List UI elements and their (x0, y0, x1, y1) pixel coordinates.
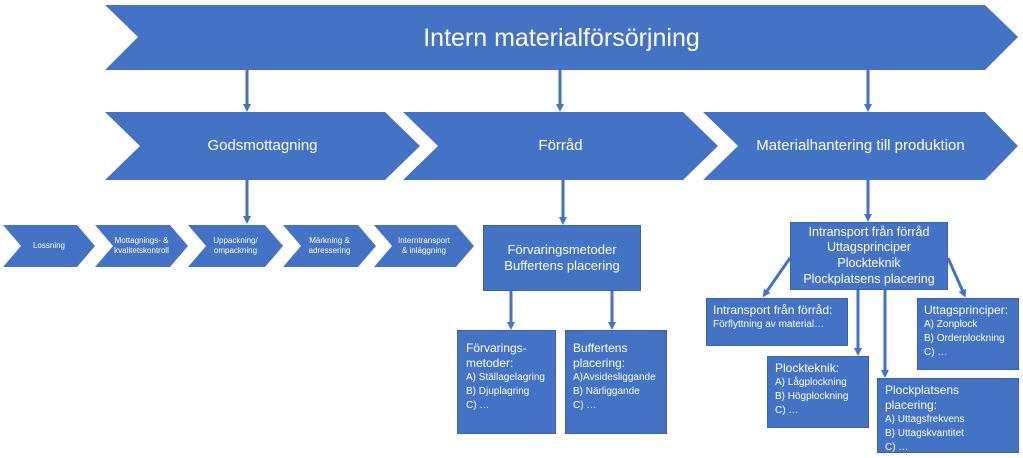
step-markning: Märkning &adressering (283, 225, 376, 267)
box-item: B) Djuplagring (466, 386, 530, 397)
main-title: Intern materialförsörjning (423, 23, 700, 52)
step-uppackning: Uppackning/ompackning (188, 225, 283, 267)
box-item: A) Ställagelagring (466, 372, 545, 383)
step-label: Uppackning/ (213, 236, 258, 246)
step-lossning: Lossning (3, 225, 95, 267)
step-label: Mottagnings- & (114, 236, 169, 246)
step-label: & inläggning (401, 246, 447, 255)
step-interntransport: Interntransport& inläggning (374, 225, 474, 267)
methods-box: Förvarings- metoder: A) Ställagelagring … (457, 330, 556, 434)
box-line: Uttagsprinciper (826, 240, 912, 255)
box-item: A) Uttagsfrekvens (885, 414, 965, 425)
box-title: Plockteknik: (775, 361, 840, 375)
step-chevron (3, 225, 95, 267)
box-item: A)Avsidesliggande (573, 372, 656, 383)
buffer-box: Buffertens placering: A)Avsidesliggande … (565, 330, 667, 434)
level2-forrad: Förråd (538, 137, 583, 154)
box-item: B) Högplockning (775, 391, 849, 402)
chevron-godsmottagning (105, 112, 420, 180)
step-mottagning: Mottagnings- &kvalitetskontroll (95, 225, 188, 267)
box-title: Buffertens (573, 341, 628, 355)
step-chevron (188, 225, 283, 267)
box-title: metoder: (466, 356, 514, 370)
box-item: C) … (924, 347, 948, 358)
chevron-materialhantering (703, 112, 1018, 180)
box-title: Uttagsprinciper: (924, 303, 1009, 317)
box-item: C) … (885, 442, 909, 453)
box-item: C) … (775, 405, 799, 416)
box-line: Intransport från förråd (808, 224, 930, 239)
step-label: ompackning (213, 246, 258, 255)
box-item: A) Lågplockning (775, 377, 847, 388)
box-line: Plockplatsens placering (803, 271, 935, 286)
level2-materialhantering: Materialhantering till produktion (756, 137, 965, 154)
step-label: adressering (308, 246, 351, 255)
step-label: Märkning & (309, 236, 350, 246)
level2-godsmottagning: Godsmottagning (207, 137, 318, 154)
step-label: Interntransport (397, 236, 451, 246)
step-chevron (95, 225, 188, 267)
step-chevron (374, 225, 474, 267)
box-item: Förflyttning av material… (713, 319, 825, 330)
box-item: C) … (466, 400, 490, 411)
main-chevron (105, 5, 1018, 70)
box-item: B) Orderplockning (924, 333, 1005, 344)
box-line: Plockteknik (837, 256, 901, 270)
plock-box: Plockteknik: A) Lågplockning B) Högplock… (767, 356, 869, 428)
chevron-forrad (403, 112, 718, 180)
box-item: A) Zonplock (924, 319, 978, 330)
box-item: B) Uttagskvantitet (885, 428, 964, 439)
intransport-box: Intransport från förråd: Förflyttning av… (706, 298, 848, 346)
step-chevron (283, 225, 376, 267)
step-label: kvalitetskontroll (114, 246, 169, 255)
box-line: Buffertens placering (504, 258, 620, 273)
uttag-box: Uttagsprinciper: A) Zonplock B) Orderplo… (917, 298, 1019, 370)
box-title: Förvarings- (466, 341, 527, 355)
arrows (243, 70, 967, 378)
box-title: Plockplatsens placering: (885, 383, 960, 412)
step-label: Lossning (32, 241, 66, 251)
box-title: Intransport från förråd: (713, 303, 833, 317)
box-line: Förvaringsmetoder (507, 242, 617, 258)
box-item: B) Närliggande (573, 386, 640, 397)
plats-box: Plockplatsens placering: A) Uttagsfrekve… (877, 378, 1019, 453)
box-item: C) … (573, 400, 597, 411)
box-title: placering: (573, 356, 626, 370)
